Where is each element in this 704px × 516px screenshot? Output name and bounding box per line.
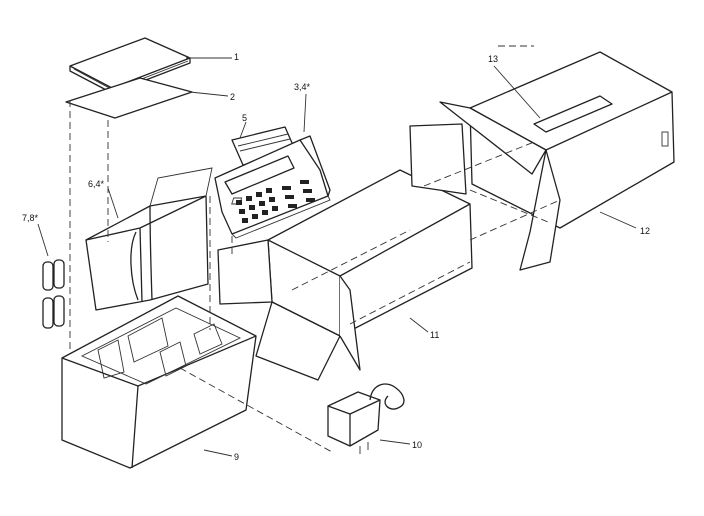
callout-3-4: 3,4*	[294, 82, 311, 92]
callout-9: 9	[234, 452, 239, 462]
callout-10: 10	[412, 440, 422, 450]
part-7-batteries	[42, 259, 65, 329]
callout-5: 5	[242, 113, 247, 123]
part-11-sleeve	[217, 123, 473, 381]
callout-2: 2	[230, 92, 235, 102]
part-3-calculator	[214, 135, 331, 239]
callout-7-8: 7,8*	[22, 213, 39, 223]
callout-1: 1	[234, 52, 239, 62]
leader-lines	[37, 57, 637, 457]
part-13-window	[533, 95, 613, 133]
callout-labels: 1 2 3,4* 5 6,4* 7,8* 9 10 11 12 13	[22, 52, 650, 462]
callout-11: 11	[430, 330, 439, 340]
part-10-adapter	[327, 383, 405, 454]
callout-13: 13	[488, 54, 498, 64]
part-2-sheet	[65, 77, 193, 119]
callout-6-4: 6,4*	[88, 179, 105, 189]
assembly-lines	[69, 45, 561, 453]
callout-12: 12	[640, 226, 650, 236]
part-6-case	[85, 167, 213, 311]
part-9-tray	[61, 295, 257, 469]
